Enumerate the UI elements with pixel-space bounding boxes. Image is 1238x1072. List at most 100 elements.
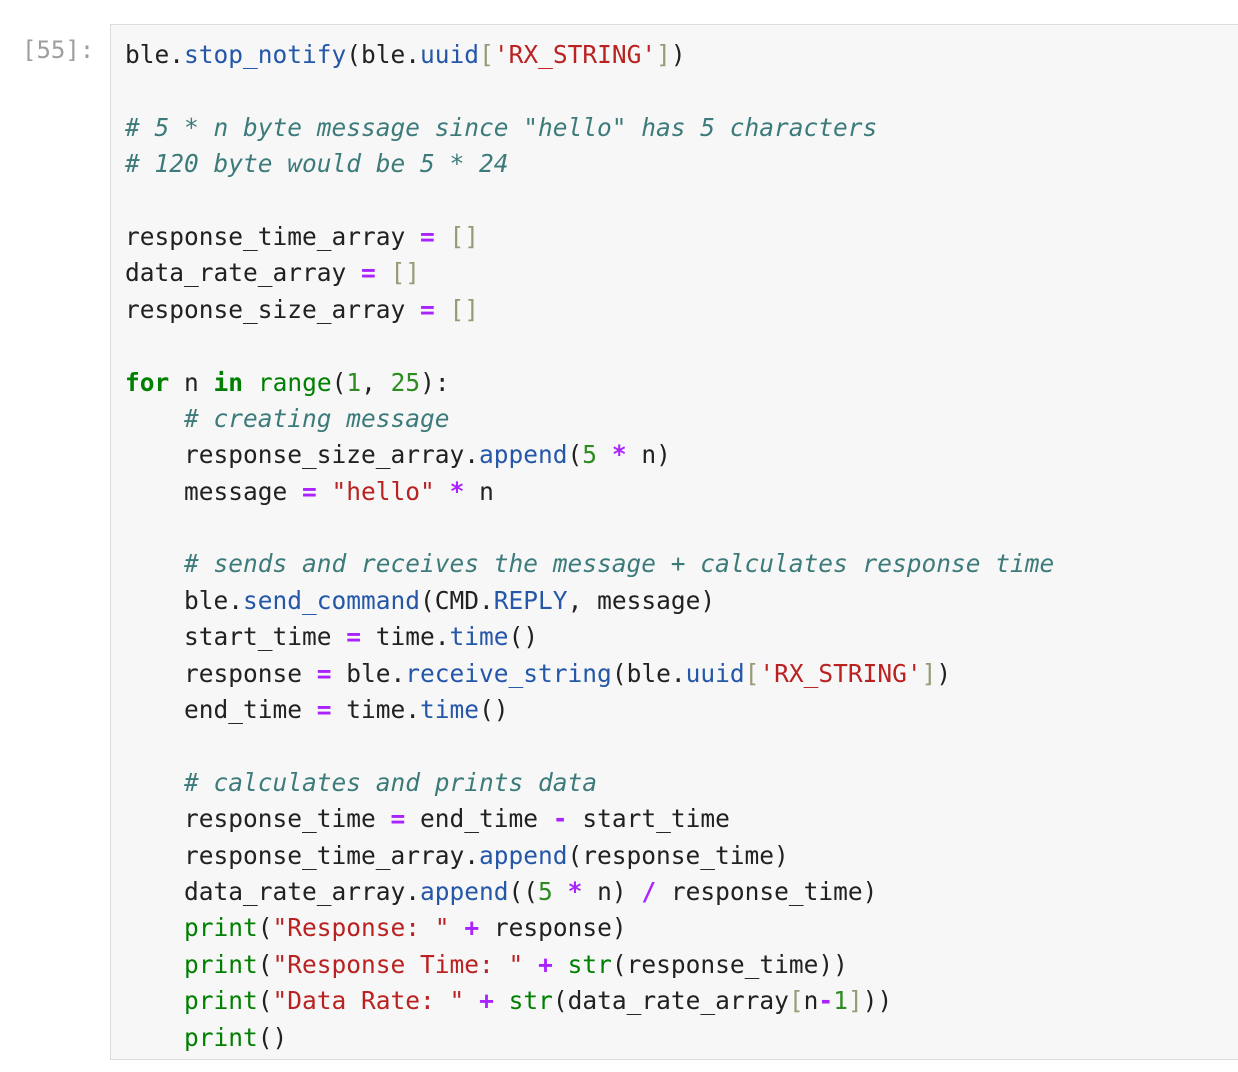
code-token: n) [582, 876, 642, 906]
code-token: - [818, 986, 834, 1016]
code-token: = [346, 622, 362, 652]
code-line[interactable]: # creating message [125, 401, 1054, 437]
code-line[interactable]: message = "hello" * n [125, 474, 1054, 510]
code-token: ] [847, 986, 863, 1016]
code-token: (ble. [346, 40, 421, 69]
code-token [435, 477, 450, 506]
code-line[interactable]: # 120 byte would be 5 * 24 [125, 146, 1054, 182]
code-token: append [479, 840, 568, 870]
code-token: = [316, 658, 332, 688]
code-token: 1 [833, 986, 848, 1016]
code-line[interactable] [125, 328, 1054, 364]
code-token: = [302, 476, 317, 506]
code-token: # creating message [184, 403, 450, 433]
code-token: response_time_array. [125, 840, 480, 870]
code-token: str [567, 949, 612, 979]
code-cell[interactable]: [55]: ble.stop_notify(ble.uuid['RX_STRIN… [0, 24, 1238, 1064]
code-token [597, 440, 612, 469]
code-token: append [479, 440, 568, 470]
code-line[interactable]: ble.stop_notify(ble.uuid['RX_STRING']) [125, 37, 1054, 73]
code-token: range [257, 367, 332, 397]
code-token: response_size_array [125, 294, 421, 324]
code-line[interactable]: response_size_array = [] [125, 292, 1054, 328]
code-token: "Response: " [272, 913, 450, 943]
code-line[interactable]: # 5 * n byte message since "hello" has 5… [125, 110, 1054, 146]
code-token: ble. [125, 585, 244, 615]
execution-count-prompt: [55]: [22, 36, 95, 64]
code-token: (response_time)) [611, 949, 848, 979]
code-content[interactable]: ble.stop_notify(ble.uuid['RX_STRING']) #… [125, 37, 1054, 1056]
code-token: # 5 * n byte message since "hello" has 5… [125, 112, 878, 142]
code-token: time. [361, 622, 450, 652]
code-token: message [125, 476, 303, 506]
code-token [125, 404, 184, 433]
code-line[interactable]: start_time = time.time() [125, 619, 1054, 655]
code-token [376, 258, 391, 287]
code-token: [ [744, 658, 760, 688]
code-token: print [184, 949, 258, 979]
code-line[interactable] [125, 73, 1054, 109]
code-line[interactable] [125, 510, 1054, 546]
code-line[interactable]: print("Data Rate: " + str(data_rate_arra… [125, 983, 1054, 1019]
code-token [464, 986, 479, 1015]
code-token: * [449, 476, 465, 506]
code-token: response_time [125, 804, 391, 834]
code-token: 5 [538, 876, 553, 906]
code-token: * [567, 876, 583, 906]
code-line[interactable]: for n in range(1, 25): [125, 365, 1054, 401]
code-line[interactable]: # calculates and prints data [125, 765, 1054, 801]
code-token: send_command [243, 585, 421, 615]
code-line[interactable]: response_time = end_time - start_time [125, 801, 1054, 837]
code-token: stop_notify [184, 40, 347, 69]
code-token: end_time [125, 695, 317, 725]
code-token: + [538, 949, 553, 979]
code-editor[interactable]: ble.stop_notify(ble.uuid['RX_STRING']) #… [110, 24, 1238, 1060]
code-token [125, 913, 184, 942]
code-token: [] [449, 294, 480, 324]
code-token: () [508, 622, 539, 652]
code-line[interactable]: response = ble.receive_string(ble.uuid['… [125, 656, 1054, 692]
code-token: [ [788, 986, 804, 1016]
code-token: REPLY [493, 585, 568, 615]
code-token: for [125, 367, 170, 397]
code-token: response_time) [656, 876, 878, 906]
code-line[interactable] [125, 183, 1054, 219]
code-line[interactable] [125, 728, 1054, 764]
code-line[interactable]: ble.send_command(CMD.REPLY, message) [125, 583, 1054, 619]
code-token: response_time_array [125, 221, 421, 251]
code-token: 'RX_STRING' [759, 658, 922, 688]
code-token: = [420, 294, 435, 324]
code-token: ( [257, 986, 273, 1016]
code-line[interactable]: print("Response Time: " + str(response_t… [125, 947, 1054, 983]
code-token [435, 295, 450, 324]
code-token: * [611, 440, 627, 470]
code-line[interactable]: # sends and receives the message + calcu… [125, 546, 1054, 582]
code-token: () [257, 1022, 288, 1052]
code-token: ] [656, 40, 671, 69]
code-token: # 120 byte would be 5 * 24 [125, 149, 509, 179]
code-token: # calculates and prints data [184, 767, 598, 797]
code-line[interactable]: response_time_array = [] [125, 219, 1054, 255]
code-token: ( [331, 367, 347, 397]
code-token: receive_string [405, 658, 612, 688]
code-token [450, 913, 465, 942]
code-line[interactable]: end_time = time.time() [125, 692, 1054, 728]
code-token: data_rate_array. [125, 876, 421, 906]
code-line[interactable]: print() [125, 1020, 1054, 1056]
code-line[interactable]: response_time_array.append(response_time… [125, 838, 1054, 874]
code-token: 25 [390, 367, 421, 397]
code-token: response_size_array. [125, 440, 480, 470]
code-token [243, 368, 258, 397]
code-line[interactable]: response_size_array.append(5 * n) [125, 437, 1054, 473]
code-line[interactable]: print("Response: " + response) [125, 910, 1054, 946]
code-line[interactable]: data_rate_array.append((5 * n) / respons… [125, 874, 1054, 910]
code-token: ): [420, 367, 450, 397]
code-line[interactable]: data_rate_array = [] [125, 255, 1054, 291]
code-token: + [464, 913, 480, 943]
code-token: ( [257, 949, 273, 979]
code-token [523, 950, 538, 979]
code-token: str [508, 986, 553, 1016]
code-token [317, 477, 332, 506]
code-token: time. [331, 695, 421, 725]
code-token: "hello" [331, 476, 435, 506]
